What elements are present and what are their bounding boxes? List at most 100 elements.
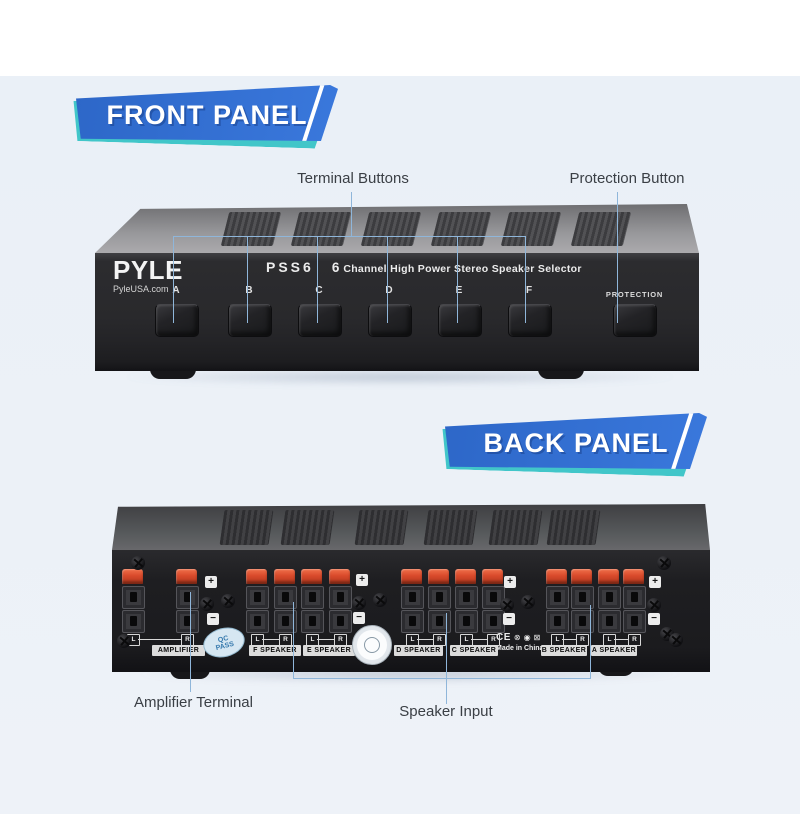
speaker-callout-bracket [293, 678, 591, 679]
terminal-hole [254, 592, 261, 602]
terminal-group-label: AMPLIFIER [152, 645, 205, 656]
plus-polarity-mark: + [504, 576, 516, 588]
terminal-hole [490, 592, 497, 602]
terminal-socket [401, 586, 424, 609]
terminal-clip [455, 569, 476, 584]
terminal-clip [246, 569, 267, 584]
protection-button [613, 304, 657, 337]
rohs-icon: ◉ [523, 632, 531, 642]
terminal-hole [436, 592, 443, 602]
speaker-callout-line-middle [446, 613, 447, 678]
terminal-hole [606, 592, 613, 602]
terminal-callout-drop-line [457, 237, 458, 323]
screw-icon [200, 597, 214, 611]
protection-callout-line [617, 192, 618, 323]
terminal-hole [554, 616, 561, 626]
terminal-hole [463, 592, 470, 602]
terminal-socket [329, 610, 352, 633]
screw-icon [500, 598, 514, 612]
lr-connector-line [471, 639, 487, 640]
terminal-hole [554, 592, 561, 602]
terminal-clip [176, 569, 197, 584]
terminal-hole [282, 616, 289, 626]
terminal-hole [309, 592, 316, 602]
terminal-socket [428, 586, 451, 609]
channel-label-d: D [385, 285, 393, 296]
vent-slot [546, 510, 601, 545]
terminal-socket [176, 610, 199, 633]
terminal-group-label: E SPEAKER [303, 645, 355, 656]
channel-label-c: C [315, 285, 323, 296]
screw-icon [117, 634, 131, 648]
terminal-hole [631, 592, 638, 602]
amplifier-terminal-callout: Amplifier Terminal [134, 694, 253, 711]
vent-slot [220, 212, 282, 246]
recycle-icon: ⊗ [513, 632, 521, 642]
terminal-socket [122, 610, 145, 633]
terminal-clip [301, 569, 322, 584]
speaker-callout-line-left [293, 602, 294, 678]
back-device-top-face [112, 504, 710, 550]
lr-connector-line [614, 639, 628, 640]
terminal-socket [482, 610, 505, 633]
terminal-hole [309, 616, 316, 626]
terminal-callout-drop-line [173, 237, 174, 323]
terminal-group-label: F SPEAKER [249, 645, 301, 656]
vent-slot [290, 212, 352, 246]
lr-connector-line [417, 639, 433, 640]
terminal-callout-line-horizontal [173, 236, 526, 237]
terminal-socket [122, 586, 145, 609]
banner-main-shape: BACK PANEL [445, 413, 707, 469]
vent-slot [500, 212, 562, 246]
terminal-hole [579, 616, 586, 626]
minus-polarity-mark: − [648, 613, 660, 625]
terminal-hole [282, 592, 289, 602]
screw-icon [657, 556, 671, 570]
terminal-callout-drop-line [525, 237, 526, 323]
channel-label-b: B [245, 285, 253, 296]
terminal-hole [463, 616, 470, 626]
back-banner-label: BACK PANEL [483, 428, 669, 458]
terminal-group-label: B SPEAKER [541, 645, 587, 656]
protection-button-label: PROTECTION [605, 290, 664, 299]
terminal-socket [546, 586, 569, 609]
certification-marks: CE ⊗ ◉ ⊠ [496, 632, 540, 643]
speaker-callout-line-right [590, 605, 591, 678]
speaker-callout-line-down [446, 679, 447, 704]
lr-connector-line [562, 639, 576, 640]
banner-slash-decoration [666, 413, 696, 469]
terminal-clip [428, 569, 449, 584]
protection-button-callout: Protection Button [569, 170, 685, 187]
vent-slot [570, 212, 632, 246]
terminal-socket [176, 586, 199, 609]
terminal-clip [329, 569, 350, 584]
device-foot [150, 369, 196, 379]
channel-button-e [438, 304, 482, 337]
terminal-hole [409, 616, 416, 626]
terminal-clip [546, 569, 567, 584]
terminal-hole [337, 616, 344, 626]
channel-button-d [368, 304, 412, 337]
channel-button-a [155, 304, 199, 337]
terminal-socket [623, 610, 646, 633]
screw-icon [131, 556, 145, 570]
amplifier-callout-line [190, 592, 191, 692]
vent-slot [423, 510, 478, 545]
terminal-clip [623, 569, 644, 584]
back-panel-banner: BACK PANEL [440, 410, 712, 484]
plus-polarity-mark: + [356, 574, 368, 586]
terminal-hole [631, 616, 638, 626]
screw-icon [373, 593, 387, 607]
model-name: PSS6 [266, 259, 314, 275]
channel-label-e: E [455, 285, 463, 296]
front-banner-label: FRONT PANEL [106, 100, 308, 130]
vent-slot [360, 212, 422, 246]
lr-connector-line [317, 639, 334, 640]
terminal-hole [409, 592, 416, 602]
lr-connector-line [262, 639, 279, 640]
terminal-socket [246, 610, 269, 633]
minus-polarity-mark: − [207, 613, 219, 625]
terminal-clip [482, 569, 503, 584]
screw-icon [352, 596, 366, 610]
